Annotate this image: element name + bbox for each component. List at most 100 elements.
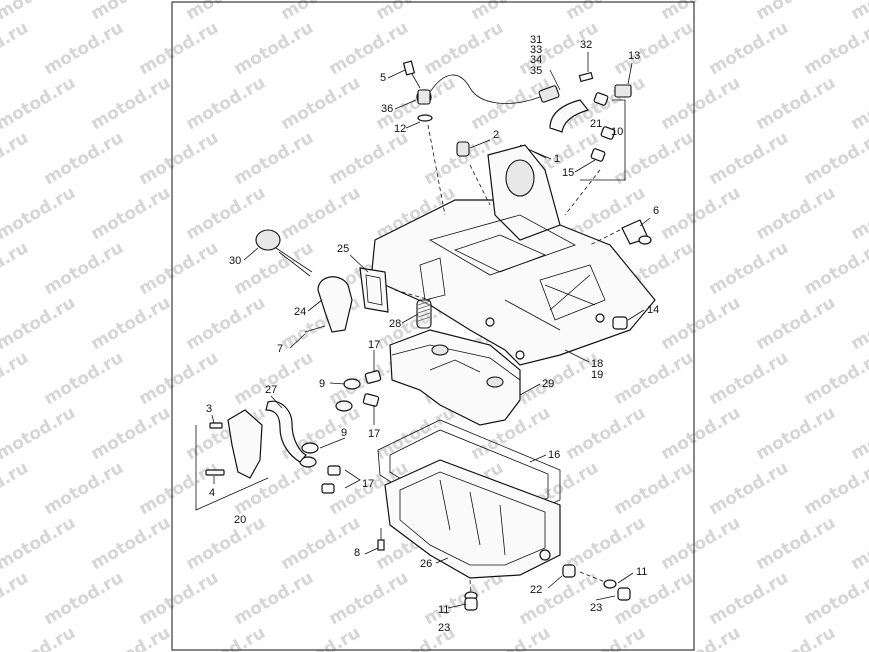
callout-17a[interactable]: 17 <box>368 339 380 351</box>
callout-13[interactable]: 13 <box>628 50 640 62</box>
watermark-text: motod.ru <box>0 73 79 134</box>
watermark-text: motod.ru <box>706 18 792 79</box>
side-bolt <box>621 219 652 245</box>
watermark-text: motod.ru <box>0 0 79 24</box>
watermark-text: motod.ru <box>563 0 649 24</box>
watermark-text: motod.ru <box>753 513 839 574</box>
watermark-text: motod.ru <box>0 513 79 574</box>
callout-17b[interactable]: 17 <box>368 428 380 440</box>
watermark-text: motod.ru <box>88 403 174 464</box>
watermark-text: motod.ru <box>421 18 507 79</box>
watermark-text: motod.ru <box>658 183 744 244</box>
watermark-text: motod.ru <box>658 623 744 652</box>
callout-21[interactable]: 21 <box>590 118 602 130</box>
watermark-text: motod.ru <box>278 73 364 134</box>
callout-9a[interactable]: 9 <box>319 378 325 390</box>
watermark-text: motod.ru <box>183 293 269 354</box>
watermark-text: motod.ru <box>658 513 744 574</box>
callout-9b[interactable]: 9 <box>341 427 347 439</box>
callout-16[interactable]: 16 <box>548 449 560 461</box>
watermark-text: motod.ru <box>468 623 554 652</box>
fittings <box>299 370 382 494</box>
watermark-text: motod.ru <box>706 128 792 189</box>
callout-11a[interactable]: 11 <box>438 604 449 616</box>
watermark-text: motod.ru <box>468 0 554 24</box>
watermark-text: motod.ru <box>611 348 697 409</box>
callout-8[interactable]: 8 <box>354 547 360 559</box>
watermark-text: motod.ru <box>801 348 869 409</box>
watermark-text: motod.ru <box>0 293 79 354</box>
callout-35[interactable]: 35 <box>530 65 542 77</box>
watermark-text: motod.ru <box>231 348 317 409</box>
callout-23b[interactable]: 23 <box>590 602 602 614</box>
callout-11b[interactable]: 11 <box>636 566 647 578</box>
callout-17c[interactable]: 17 <box>362 478 374 490</box>
watermark-text: motod.ru <box>41 568 127 629</box>
callout-32[interactable]: 32 <box>580 39 592 51</box>
watermark-text: motod.ru <box>801 18 869 79</box>
cap-part <box>456 141 470 157</box>
cover-assembly <box>205 409 263 479</box>
watermark-text: motod.ru <box>658 293 744 354</box>
watermark-text: motod.ru <box>611 458 697 519</box>
bracket-20 <box>195 425 269 511</box>
callout-20[interactable]: 20 <box>234 514 246 526</box>
callout-2[interactable]: 2 <box>493 129 499 141</box>
callout-22[interactable]: 22 <box>530 584 542 596</box>
watermark-text: motod.ru <box>848 293 869 354</box>
callout-5[interactable]: 5 <box>380 72 386 84</box>
callout-27[interactable]: 27 <box>265 384 277 396</box>
callout-7[interactable]: 7 <box>277 343 283 355</box>
watermark-text: motod.ru <box>801 128 869 189</box>
leader-lines <box>211 52 651 609</box>
watermark-text: motod.ru <box>753 623 839 652</box>
watermark-text: motod.ru <box>848 403 869 464</box>
callout-1[interactable]: 1 <box>554 153 560 165</box>
watermark-text: motod.ru <box>373 0 459 24</box>
callout-19[interactable]: 19 <box>591 369 603 381</box>
callout-34[interactable]: 34 <box>530 54 542 66</box>
callout-26[interactable]: 26 <box>420 558 432 570</box>
watermark-text: motod.ru <box>41 238 127 299</box>
watermark-text: motod.ru <box>516 568 602 629</box>
callout-6[interactable]: 6 <box>653 205 659 217</box>
watermark-text: motod.ru <box>136 18 222 79</box>
callout-29[interactable]: 29 <box>542 378 554 390</box>
watermark-text: motod.ru <box>231 128 317 189</box>
bushing-part <box>612 316 628 330</box>
callout-33[interactable]: 33 <box>530 44 542 56</box>
callout-12[interactable]: 12 <box>394 123 406 135</box>
callout-14[interactable]: 14 <box>647 304 659 316</box>
watermark-text: motod.ru <box>0 348 32 409</box>
hose-assembly-top <box>549 84 632 162</box>
watermark-text: motod.ru <box>706 238 792 299</box>
watermark-text: motod.ru <box>658 403 744 464</box>
watermark-text: motod.ru <box>753 183 839 244</box>
callout-24[interactable]: 24 <box>294 306 306 318</box>
watermark-text: motod.ru <box>183 0 269 24</box>
watermark-text: motod.ru <box>278 513 364 574</box>
watermark-text: motod.ru <box>136 128 222 189</box>
watermark-text: motod.ru <box>373 403 459 464</box>
callout-3[interactable]: 3 <box>206 403 212 415</box>
callout-28[interactable]: 28 <box>389 318 401 330</box>
watermark-text: motod.ru <box>41 348 127 409</box>
callout-15[interactable]: 15 <box>562 167 574 179</box>
callout-31[interactable]: 31 <box>530 34 542 46</box>
watermark-text: motod.ru <box>848 623 869 652</box>
watermark-text: motod.ru <box>0 403 79 464</box>
callout-10[interactable]: 10 <box>611 126 623 138</box>
callout-23a[interactable]: 23 <box>438 622 450 634</box>
watermark-text: motod.ru <box>801 458 869 519</box>
watermark-text: motod.ru <box>658 73 744 134</box>
callout-4[interactable]: 4 <box>209 487 215 499</box>
watermark-text: motod.ru <box>41 128 127 189</box>
callout-18[interactable]: 18 <box>591 358 603 370</box>
watermark-text: motod.ru <box>231 568 317 629</box>
callout-36[interactable]: 36 <box>381 103 393 115</box>
callout-25[interactable]: 25 <box>337 243 349 255</box>
watermark-text: motod.ru <box>801 238 869 299</box>
watermark-text: motod.ru <box>88 73 174 134</box>
callout-30[interactable]: 30 <box>229 255 241 267</box>
watermark-text: motod.ru <box>231 18 317 79</box>
